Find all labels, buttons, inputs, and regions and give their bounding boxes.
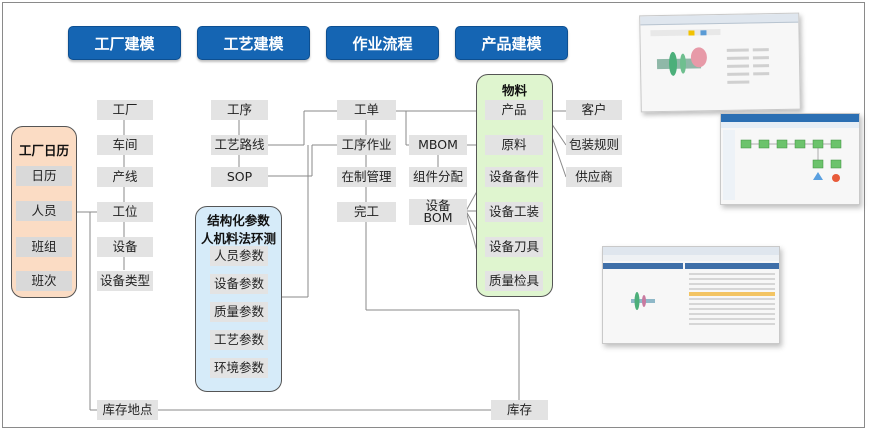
environment-params-box: 环境参数 (210, 358, 268, 378)
factory-box: 工厂 (97, 100, 153, 120)
operation-task-box: 工序作业 (337, 135, 396, 155)
sop-box: SOP (211, 167, 268, 187)
equipment-box: 设备 (97, 237, 153, 257)
shift-box: 班次 (16, 271, 72, 291)
factory-calendar-title: 工厂日历 (18, 143, 69, 158)
workstation-box: 工位 (97, 202, 153, 222)
completion-box: 完工 (337, 202, 396, 222)
work-order-box: 工单 (337, 100, 396, 120)
storage-location-box: 库存地点 (97, 400, 158, 420)
equipment-tooling-box: 设备工装 (485, 202, 543, 222)
process-params-box: 工艺参数 (210, 330, 268, 350)
raw-material-box: 原料 (485, 135, 543, 155)
quality-params-box: 质量参数 (210, 302, 268, 322)
material-group-title: 物料 (501, 83, 527, 98)
product-box: 产品 (485, 100, 543, 120)
personnel-box: 人员 (16, 201, 72, 221)
header-process-modeling: 工艺建模 (197, 26, 310, 60)
equipment-type-box: 设备类型 (97, 271, 153, 291)
equipment-cutter-box: 设备刀具 (485, 237, 543, 257)
calendar-box: 日历 (16, 166, 72, 186)
inventory-box: 库存 (491, 400, 548, 420)
structured-params-title: 结构化参数 (207, 213, 270, 228)
personnel-params-box: 人员参数 (210, 246, 268, 266)
frame-border (2, 2, 865, 428)
operation-box: 工序 (211, 100, 268, 120)
screenshot-thumbnail-data-table (602, 246, 780, 344)
screenshot-thumbnail-flowchart (720, 113, 860, 205)
spare-parts-box: 设备备件 (485, 167, 543, 187)
wip-management-box: 在制管理 (337, 167, 396, 187)
equipment-params-box: 设备参数 (210, 274, 268, 294)
packaging-rules-box: 包装规则 (566, 135, 622, 155)
workshop-box: 车间 (97, 135, 153, 155)
mbom-box: MBOM (409, 135, 467, 155)
quality-gauge-box: 质量检具 (485, 271, 543, 291)
supplier-box: 供应商 (566, 167, 622, 187)
header-workflow: 作业流程 (326, 26, 439, 60)
header-factory-modeling: 工厂建模 (68, 26, 181, 60)
routing-box: 工艺路线 (211, 135, 268, 155)
customer-box: 客户 (566, 100, 622, 120)
header-product-modeling: 产品建模 (455, 26, 568, 60)
equipment-bom-box: 设备 BOM (409, 199, 467, 225)
component-allocation-box: 组件分配 (409, 167, 467, 187)
screenshot-thumbnail-3d-model (639, 12, 801, 113)
structured-params-subtitle: 人机料法环测 (200, 231, 276, 246)
team-box: 班组 (16, 237, 72, 257)
production-line-box: 产线 (97, 167, 153, 187)
